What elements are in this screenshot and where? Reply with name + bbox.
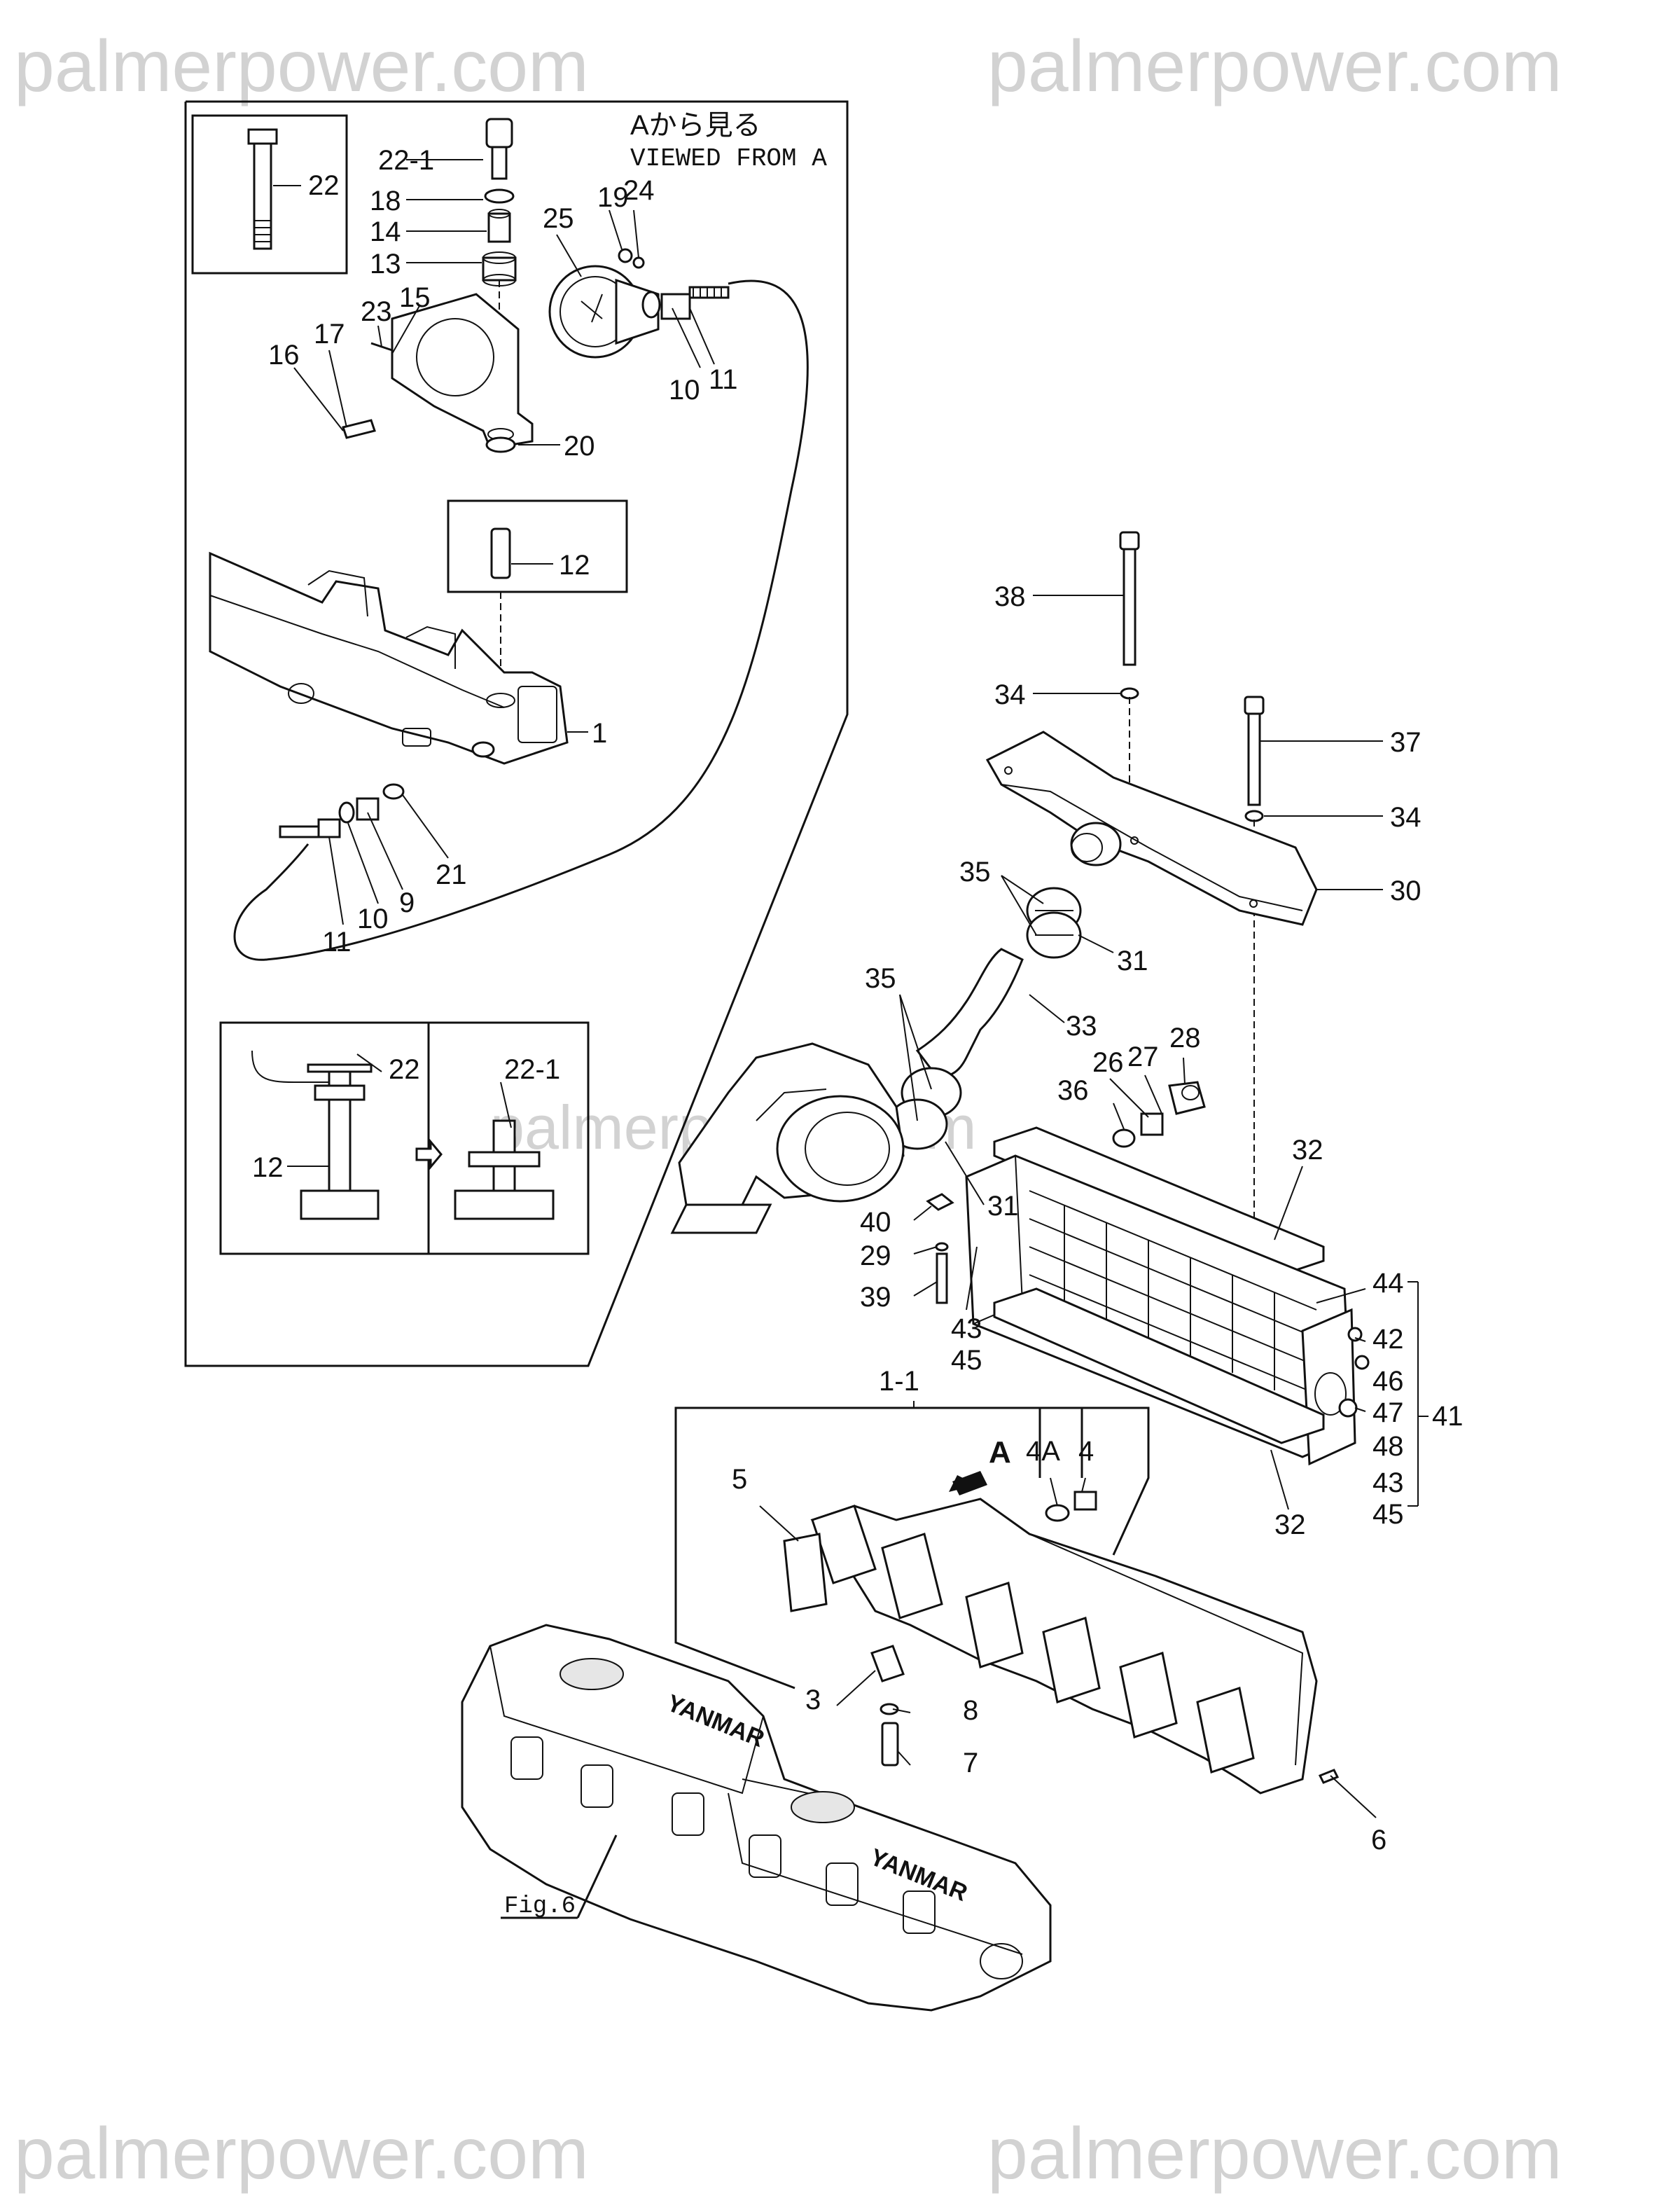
callout-42[interactable]: 42 (1372, 1324, 1404, 1355)
callout-41[interactable]: 41 (1432, 1401, 1464, 1432)
leader-lines (273, 159, 1429, 1818)
watermark-top-left: palmerpower.com (14, 26, 589, 107)
callout-1-1[interactable]: 1-1 (879, 1366, 919, 1397)
bracket-15 (391, 293, 534, 450)
callout-35-lower[interactable]: 35 (865, 963, 896, 994)
callout-1[interactable]: 1 (592, 718, 607, 749)
callout-7[interactable]: 7 (963, 1748, 978, 1778)
fitting-upper (641, 286, 730, 320)
watermark-bottom-left: palmerpower.com (14, 2113, 589, 2194)
part-24 (632, 256, 645, 269)
gasket-32-bottom (993, 1287, 1325, 1444)
callout-17[interactable]: 17 (314, 319, 345, 350)
callout-15[interactable]: 15 (399, 282, 431, 313)
callout-28[interactable]: 28 (1169, 1023, 1201, 1053)
callout-11-lower[interactable]: 11 (322, 927, 352, 958)
callout-24[interactable]: 24 (623, 175, 655, 206)
callout-26[interactable]: 26 (1092, 1047, 1124, 1078)
callout-45-right[interactable]: 45 (1372, 1499, 1404, 1530)
cylinder-head: YANMAR YANMAR (461, 1624, 1052, 2012)
callout-11-upper[interactable]: 11 (709, 364, 738, 395)
callout-4[interactable]: 4 (1078, 1436, 1094, 1467)
callout-23[interactable]: 23 (361, 296, 392, 327)
manifold-1 (209, 551, 569, 765)
part-19 (618, 248, 633, 263)
sleeve-12-box (447, 499, 628, 593)
callout-22-detail[interactable]: 22 (389, 1054, 420, 1085)
callout-12-detail[interactable]: 12 (252, 1152, 284, 1183)
intake-manifold-1-1 (674, 1406, 1340, 1795)
bolt-22-box (191, 114, 348, 275)
callout-12[interactable]: 12 (559, 550, 590, 581)
intake-cover-30 (985, 731, 1318, 926)
view-note-ja: Aから見る (630, 110, 761, 141)
bolt-38 (1119, 531, 1140, 799)
inset-panel: Aから見る VIEWED FROM A (184, 100, 849, 1367)
fitting-lower (279, 783, 405, 838)
callout-27[interactable]: 27 (1127, 1042, 1159, 1072)
view-note-en: VIEWED FROM A (630, 144, 827, 173)
washer-20 (485, 436, 516, 453)
callout-22[interactable]: 22 (308, 170, 340, 201)
callout-29[interactable]: 29 (860, 1240, 891, 1271)
callout-25[interactable]: 25 (543, 203, 574, 234)
callout-10-upper[interactable]: 10 (669, 375, 700, 406)
callout-21[interactable]: 21 (436, 859, 467, 890)
callout-43-left[interactable]: 43 (951, 1313, 982, 1344)
callout-19[interactable]: 19 (597, 182, 629, 213)
callout-10-lower[interactable]: 10 (357, 904, 389, 934)
callout-35-upper[interactable]: 35 (959, 857, 991, 887)
callout-34-upper[interactable]: 34 (994, 679, 1026, 710)
callout-45-left[interactable]: 45 (951, 1345, 982, 1376)
arrow-a-label: A (989, 1435, 1011, 1470)
callout-46[interactable]: 46 (1372, 1366, 1404, 1397)
sensor-parts-26-28 (1112, 1081, 1206, 1148)
callout-22-1[interactable]: 22-1 (378, 145, 434, 176)
callout-32-upper[interactable]: 32 (1292, 1135, 1323, 1166)
callout-47[interactable]: 47 (1372, 1397, 1404, 1428)
detail-box (219, 1021, 590, 1255)
callout-31-upper[interactable]: 31 (1117, 946, 1148, 976)
callout-9[interactable]: 9 (399, 887, 415, 918)
callout-48[interactable]: 48 (1372, 1431, 1404, 1462)
callout-43-right[interactable]: 43 (1372, 1467, 1404, 1498)
callout-13[interactable]: 13 (370, 249, 401, 279)
callout-40[interactable]: 40 (860, 1207, 891, 1238)
callout-5[interactable]: 5 (732, 1464, 747, 1495)
watermark-top-right: palmerpower.com (987, 26, 1562, 107)
clip-16 (342, 419, 376, 439)
callout-16[interactable]: 16 (268, 340, 300, 371)
callout-4A[interactable]: 4A (1026, 1436, 1060, 1467)
callout-30[interactable]: 30 (1390, 876, 1422, 906)
callout-31-lower[interactable]: 31 (987, 1191, 1019, 1222)
sleeve-12 (490, 527, 511, 579)
watermark-bottom-right: palmerpower.com (987, 2113, 1562, 2194)
callout-32-lower[interactable]: 32 (1274, 1509, 1306, 1540)
callout-8[interactable]: 8 (963, 1695, 978, 1726)
callout-18[interactable]: 18 (370, 186, 401, 216)
gasket-32-top (993, 1126, 1325, 1276)
callout-20[interactable]: 20 (564, 431, 595, 462)
callout-39[interactable]: 39 (860, 1282, 891, 1313)
callout-36[interactable]: 36 (1057, 1075, 1089, 1106)
turbocharger (670, 1042, 905, 1234)
callout-6[interactable]: 6 (1371, 1825, 1386, 1855)
callout-22-1-detail[interactable]: 22-1 (504, 1054, 560, 1085)
callout-37[interactable]: 37 (1390, 727, 1422, 758)
turbo-mount-stack (482, 118, 517, 434)
callout-3[interactable]: 3 (805, 1685, 821, 1715)
sensor-pipe (233, 279, 809, 961)
callout-38[interactable]: 38 (994, 581, 1026, 612)
callout-34-lower[interactable]: 34 (1390, 802, 1422, 833)
fig-6-reference[interactable]: Fig.6 (504, 1893, 576, 1920)
callout-14[interactable]: 14 (370, 216, 401, 247)
callout-44[interactable]: 44 (1372, 1268, 1404, 1299)
bolt-37 (1244, 696, 1265, 1436)
view-arrow-A: A (949, 1435, 1011, 1495)
callout-33[interactable]: 33 (1066, 1011, 1097, 1042)
